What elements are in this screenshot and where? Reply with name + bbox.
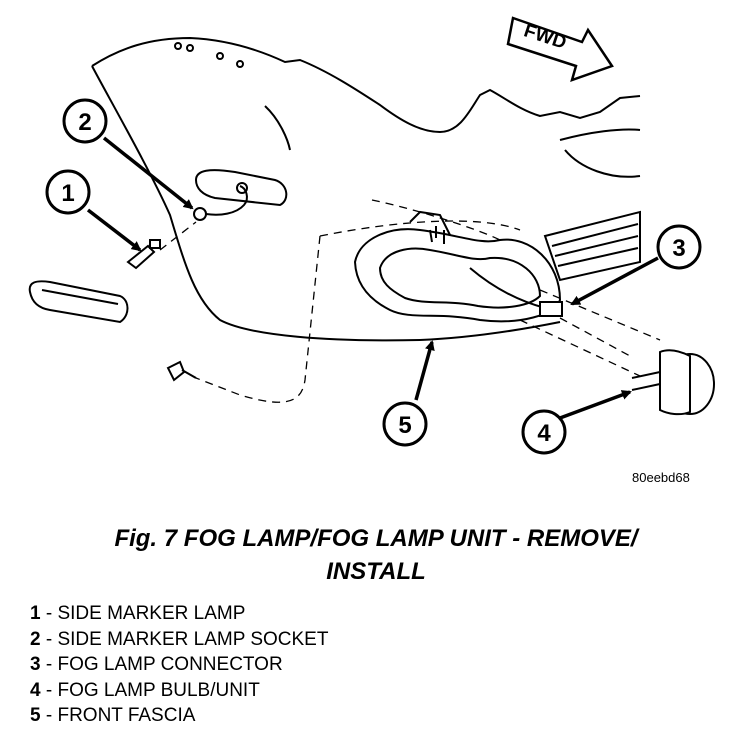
fwd-arrow: FWD bbox=[506, 16, 614, 82]
parts-legend: 1 - SIDE MARKER LAMP 2 - SIDE MARKER LAM… bbox=[30, 601, 328, 729]
callout-3: 3 bbox=[656, 224, 702, 270]
callout-4: 4 bbox=[521, 409, 567, 455]
legend-item: 4 - FOG LAMP BULB/UNIT bbox=[30, 678, 328, 704]
guide-lines bbox=[159, 199, 661, 403]
legend-item: 5 - FRONT FASCIA bbox=[30, 703, 328, 729]
legend-item: 3 - FOG LAMP CONNECTOR bbox=[30, 652, 328, 678]
legend-text: - FOG LAMP BULB/UNIT bbox=[40, 679, 260, 701]
callout-leaders bbox=[86, 136, 659, 420]
legend-text: - FOG LAMP CONNECTOR bbox=[40, 654, 283, 675]
callout-5: 5 bbox=[382, 401, 428, 447]
legend-number: 4 bbox=[30, 679, 41, 701]
legend-text: - FRONT FASCIA bbox=[40, 705, 196, 726]
image-code: 80eebd68 bbox=[632, 470, 690, 485]
legend-text: - SIDE MARKER LAMP bbox=[40, 603, 246, 624]
legend-text: - SIDE MARKER LAMP SOCKET bbox=[40, 628, 329, 650]
svg-text:4: 4 bbox=[537, 420, 551, 447]
callout-2: 2 bbox=[62, 98, 108, 144]
legend-number: 3 bbox=[30, 654, 41, 675]
figure-caption: Fig. 7 FOG LAMP/FOG LAMP UNIT - REMOVE/ … bbox=[0, 522, 752, 588]
legend-number: 1 bbox=[30, 603, 41, 624]
legend-item: 1 - SIDE MARKER LAMP bbox=[30, 601, 328, 627]
callout-1: 1 bbox=[45, 169, 91, 215]
svg-text:2: 2 bbox=[78, 109, 91, 136]
legend-item: 2 - SIDE MARKER LAMP SOCKET bbox=[30, 627, 328, 653]
front-fascia-drawing bbox=[28, 36, 715, 416]
legend-number: 2 bbox=[30, 628, 41, 650]
legend-number: 5 bbox=[30, 705, 41, 726]
caption-line-1: Fig. 7 FOG LAMP/FOG LAMP UNIT - REMOVE/ bbox=[114, 525, 638, 552]
svg-text:1: 1 bbox=[61, 180, 74, 207]
svg-text:3: 3 bbox=[672, 235, 685, 262]
fog-lamp-diagram: FWD bbox=[28, 16, 715, 485]
caption-line-2: INSTALL bbox=[326, 558, 426, 585]
svg-text:5: 5 bbox=[398, 412, 411, 439]
